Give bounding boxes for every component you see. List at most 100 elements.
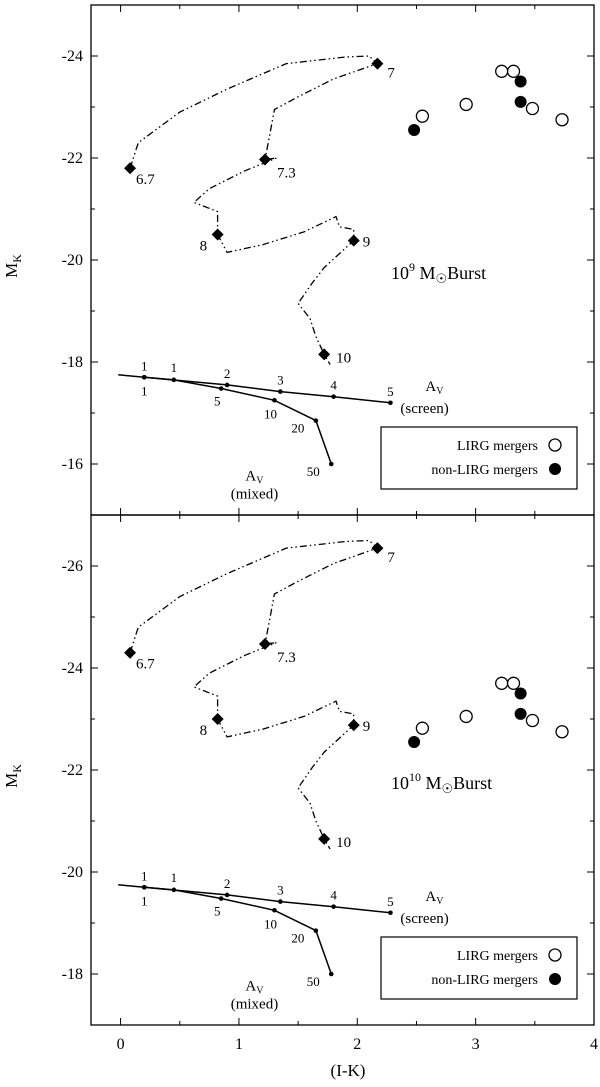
track-age-marker (258, 153, 271, 166)
track-age-marker (124, 162, 137, 175)
lirg-merger-marker (459, 97, 473, 112)
screen-reddening-point (224, 892, 230, 898)
starburst-track-line (129, 55, 379, 365)
screen-note-label: (screen) (400, 911, 448, 927)
screen-reddening-line (118, 884, 391, 914)
mixed-reddening-label: 5 (214, 394, 221, 409)
legend-marker-non-lirg (549, 973, 561, 985)
screen-reddening-point (224, 382, 230, 388)
track-age-label: 10 (336, 350, 351, 366)
lirg-merger-marker (506, 64, 521, 78)
legend-label-non-lirg: non-LIRG mergers (431, 973, 538, 988)
y-tick-label: -18 (62, 966, 83, 983)
legend-marker-non-lirg (549, 463, 561, 475)
screen-reddening-label: 5 (387, 384, 394, 399)
y-tick-label: -24 (62, 48, 83, 65)
lirg-merger-marker (506, 676, 521, 690)
track-age-label: 7 (387, 66, 395, 82)
mixed-reddening-point (328, 971, 334, 977)
lirg-merger-marker (415, 109, 430, 123)
mixed-reddening-label: 50 (307, 974, 320, 989)
lirg-merger-marker (525, 713, 540, 728)
screen-reddening-label: 1 (141, 868, 148, 883)
lirg-merger-marker (495, 676, 509, 690)
mixed-reddening-point (272, 907, 277, 913)
y-tick-label: -24 (62, 660, 83, 677)
starburst-track-line (129, 539, 379, 850)
track-age-label: 9 (363, 719, 371, 735)
mixed-av-label: AV (245, 468, 264, 486)
mixed-reddening-label: 5 (214, 904, 221, 919)
y-tick-label: -18 (62, 354, 83, 371)
track-age-marker (211, 228, 224, 241)
non-lirg-merger-marker (514, 75, 527, 88)
y-tick-label: -22 (62, 150, 83, 167)
screen-reddening-label: 1 (141, 358, 148, 373)
legend-label-non-lirg: non-LIRG mergers (431, 463, 538, 478)
track-age-label: 7 (387, 550, 395, 566)
mixed-reddening-point (272, 397, 277, 403)
mixed-reddening-point (218, 386, 224, 391)
lirg-merger-marker (525, 101, 540, 116)
screen-av-label: AV (425, 889, 444, 907)
track-age-label: 8 (200, 723, 208, 739)
screen-reddening-point (388, 400, 393, 406)
mixed-reddening-point (313, 418, 319, 423)
mixed-reddening-label: 10 (264, 916, 277, 931)
track-age-label: 6.7 (136, 657, 155, 673)
track-age-marker (211, 713, 224, 725)
lirg-merger-marker (459, 709, 473, 724)
x-tick-label: 0 (117, 1036, 125, 1053)
y-axis-title: MK (2, 254, 24, 278)
mixed-reddening-label: 1 (171, 360, 178, 375)
mixed-reddening-point (141, 375, 147, 380)
mixed-note-label: (mixed) (231, 996, 278, 1012)
screen-reddening-label: 3 (277, 373, 284, 388)
screen-reddening-point (278, 899, 283, 904)
track-age-label: 7.3 (277, 650, 296, 666)
track-age-marker (318, 832, 331, 845)
track-age-marker (318, 348, 331, 361)
mixed-reddening-point (218, 896, 224, 901)
mixed-reddening-line (144, 376, 333, 465)
non-lirg-merger-marker (514, 707, 527, 720)
mixed-reddening-point (313, 928, 319, 933)
x-tick-label: 4 (590, 1036, 598, 1053)
track-age-label: 7.3 (277, 166, 296, 182)
track-age-marker (347, 234, 360, 247)
mixed-reddening-label: 1 (141, 383, 148, 398)
track-age-marker (371, 57, 384, 70)
screen-reddening-label: 2 (224, 366, 231, 381)
legend-box (380, 936, 578, 1000)
track-age-marker (371, 542, 384, 555)
y-axis-title: MK (2, 764, 24, 788)
mixed-av-label: AV (245, 978, 264, 996)
x-tick-label: 3 (472, 1036, 480, 1053)
y-tick-label: -20 (62, 252, 83, 269)
x-axis-title: (I-K) (331, 1061, 366, 1080)
y-tick-label: -26 (62, 558, 83, 575)
legend-label-lirg: LIRG mergers (457, 439, 538, 454)
y-tick-label: -22 (62, 762, 83, 779)
screen-reddening-point (331, 394, 336, 399)
burst-mass-label: 1010 M☉Burst (391, 770, 492, 796)
non-lirg-merger-marker (514, 687, 527, 700)
mixed-note-label: (mixed) (231, 486, 278, 502)
screen-reddening-line (118, 374, 391, 404)
mixed-reddening-point (141, 885, 147, 890)
screen-reddening-point (388, 910, 393, 916)
screen-reddening-label: 5 (387, 894, 394, 909)
mixed-reddening-label: 20 (291, 931, 304, 946)
screen-reddening-label: 4 (330, 378, 337, 393)
track-age-marker (124, 646, 137, 659)
mixed-reddening-point (171, 377, 177, 383)
non-lirg-merger-marker (408, 123, 421, 136)
track-age-label: 8 (200, 239, 208, 255)
track-age-label: 9 (363, 235, 371, 251)
screen-reddening-label: 2 (224, 876, 231, 891)
legend-marker-lirg (548, 438, 562, 452)
screen-reddening-point (278, 389, 283, 394)
